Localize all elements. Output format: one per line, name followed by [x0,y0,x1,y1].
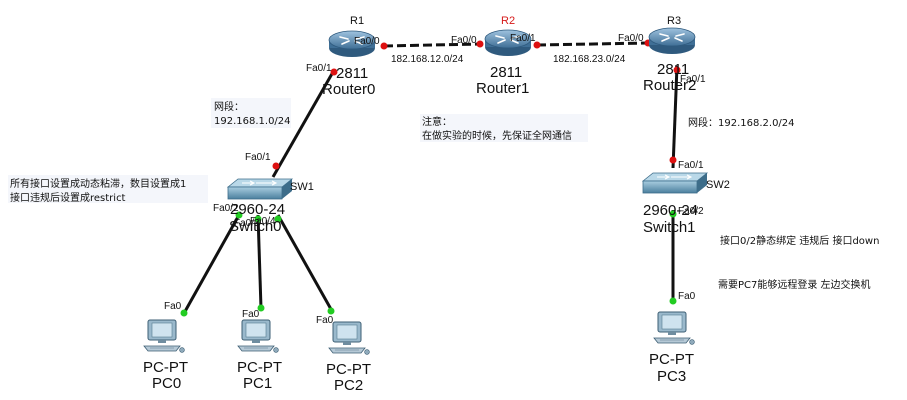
port-dot-r2-fa01 [533,41,541,49]
remote-login-note: 需要PC7能够远程登录 左边交换机 [718,278,871,291]
port-label-r1-fa01: Fa0/1 [306,63,332,74]
network-label-r1-r2: 182.168.12.0/24 [391,54,464,65]
port-dot-pc0 [180,309,188,317]
router-name: Router2 [643,77,696,94]
port-dot-r1-fa00 [380,42,388,50]
pc-port-label: Fa0 [242,309,260,320]
pc-0[interactable]: Fa0 PC-PT PC0 [143,301,188,392]
switch-tag: SW2 [706,179,730,191]
router-model: 2811 [657,61,689,78]
router-icon [648,27,696,55]
note-background [211,98,291,128]
router-model: 2811 [490,64,522,81]
port-dot-r1-fa01 [330,68,338,76]
note-background [420,114,588,142]
link-r1-r2[interactable] [383,42,481,48]
link-r1-sw1[interactable] [271,71,335,178]
pc-icon [237,319,279,353]
pc-icon [653,311,695,345]
link-sw1-pc2[interactable] [276,214,334,312]
link-sw1-pc0[interactable] [181,214,241,316]
link-sw1-pc1[interactable] [256,214,263,309]
router-name: Router0 [322,81,375,98]
switch-name: Switch0 [229,218,282,235]
pc-port-label: Fa0 [678,291,696,302]
pc-name: PC2 [334,377,363,394]
port-label-r3-fa01: Fa0/1 [680,74,706,85]
pc-2[interactable]: Fa0 PC-PT PC2 [316,315,371,394]
pc-name: PC3 [657,368,686,385]
lan1-title: 网段： [214,100,244,113]
link-r3-sw2[interactable] [671,65,679,169]
pc-3[interactable]: Fa0 PC-PT PC3 [649,291,696,385]
port-dot-pc1 [257,304,265,312]
pc-1[interactable]: Fa0 PC-PT PC1 [237,309,282,392]
port-dot-pc3 [669,297,677,305]
router-model: 2811 [336,65,368,82]
switch-sw1[interactable]: SW1 2960-24 Switch0 [227,178,314,235]
port-label-sw1-fa04: Fa0/4 [250,216,276,227]
port-dot-sw1-fa01 [272,162,280,170]
pc-icon [143,319,185,353]
port-dot-sw1-fa02 [235,211,243,219]
port-dot-r3-fa01 [673,66,681,74]
port-label-r1-fa00: Fa0/0 [354,36,380,47]
pc-port-label: Fa0 [316,315,334,326]
router-tag: R3 [667,15,681,27]
pc-model: PC-PT [649,351,694,368]
port-label-sw2-fa01: Fa0/1 [678,160,704,171]
port-dot-sw2-fa02 [669,210,677,218]
router-name: Router1 [476,80,529,97]
pc-port-label: Fa0 [164,301,182,312]
switch-icon [227,178,293,200]
switch-sw2[interactable]: SW2 2960-24 Switch1 [642,172,730,236]
switch-model: 2960-24 [230,201,285,218]
port-dot-sw1-fa04 [254,215,262,223]
port-dot-r2-fa00 [476,40,484,48]
notice-title: 注意： [422,115,452,128]
router-r3[interactable]: R3 2811 Router2 [643,15,696,94]
sw2-config-note: 接口0/2静态绑定 违规后 接口down [720,234,879,247]
router-tag: R1 [350,15,364,27]
lan2-subnet: 网段：192.168.2.0/24 [688,116,795,129]
port-label-r3-fa00: Fa0/0 [618,33,644,44]
port-label-sw2-fa02: Fa0/2 [678,206,704,217]
router-r2[interactable]: R2 2811 Router1 [476,15,532,97]
switch-icon [642,172,708,194]
pc-model: PC-PT [326,361,371,378]
port-dot-pc2 [327,307,335,315]
notice-note: 注意： 在做实验的时候，先保证全网通信 [420,114,588,142]
pc-name: PC1 [243,375,272,392]
pc-model: PC-PT [237,359,282,376]
sw1-config-note: 所有接口设置成动态粘滞，数目设置成1 接口违规后设置成restrict [8,175,208,204]
port-dot-sw1-fa03 [274,215,282,223]
switch-tag: SW1 [290,181,314,193]
switch-name: Switch1 [643,219,696,236]
port-label-sw1-fa01: Fa0/1 [245,152,271,163]
sw1-note-line2: 接口违规后设置成restrict [10,191,126,204]
network-label-r2-r3: 182.168.23.0/24 [553,54,626,65]
pc-name: PC0 [152,375,181,392]
pc-icon [328,321,370,355]
link-r2-r3[interactable] [536,41,649,47]
port-label-r2-fa01: Fa0/1 [510,33,536,44]
port-label-sw1-fa03: Fa0/3 [234,218,260,229]
port-label-sw1-fa02: Fa0/2 [213,203,239,214]
pc-model: PC-PT [143,359,188,376]
lan1-subnet: 192.168.1.0/24 [214,116,291,127]
port-dot-sw2-fa01 [669,156,677,164]
switch-model: 2960-24 [643,202,698,219]
router-r1[interactable]: R1 2811 Router0 [322,15,376,98]
sw1-note-line1: 所有接口设置成动态粘滞，数目设置成1 [10,177,186,190]
router-tag: R2 [501,15,515,27]
lan1-note: 网段： 192.168.1.0/24 [211,98,291,128]
note-background [8,175,208,203]
notice-body: 在做实验的时候，先保证全网通信 [422,129,572,142]
port-label-r2-fa00: Fa0/0 [451,35,477,46]
